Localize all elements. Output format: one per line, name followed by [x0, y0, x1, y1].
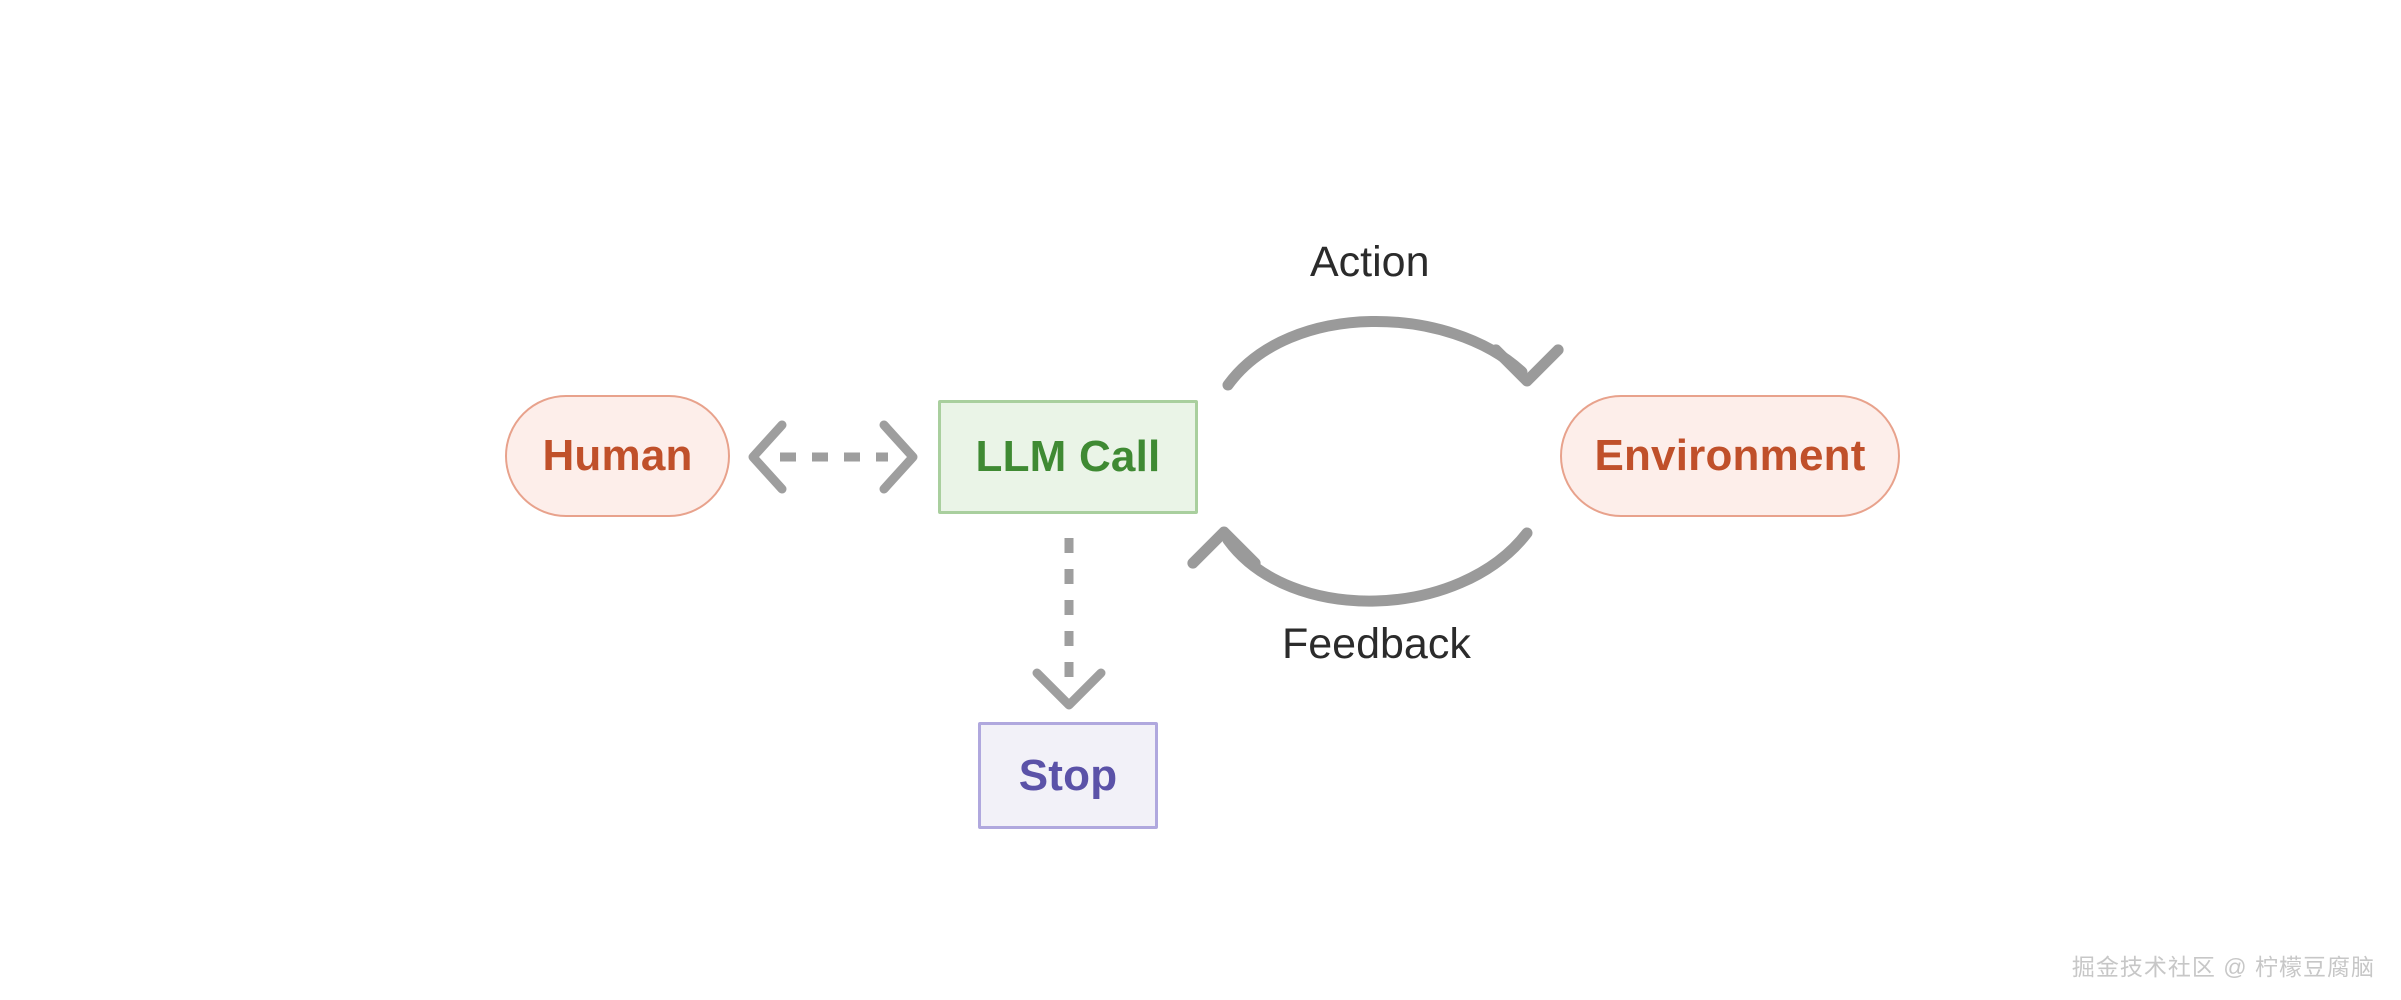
edge-label-feedback: Feedback: [1282, 620, 1471, 668]
edge-action-arc: [1222, 316, 1528, 391]
node-human-label: Human: [542, 431, 693, 480]
arrowhead-left-icon: [748, 420, 787, 494]
watermark: 掘金技术社区 @ 柠檬豆腐脑: [2071, 954, 2375, 980]
edge-llm-stop: [1032, 538, 1106, 710]
edge-environment-llm: [1187, 526, 1533, 607]
node-stop[interactable]: Stop: [978, 722, 1158, 829]
node-human[interactable]: Human: [505, 395, 730, 517]
arrowhead-right-icon: [879, 420, 918, 494]
arrowhead-feedback-icon: [1187, 526, 1261, 569]
node-environment-label: Environment: [1594, 431, 1866, 480]
node-llm-call[interactable]: LLM Call: [938, 400, 1198, 514]
node-stop-label: Stop: [1018, 750, 1118, 800]
edge-label-action: Action: [1310, 238, 1430, 286]
edge-feedback-arc: [1222, 527, 1533, 607]
arrowhead-action-icon: [1490, 344, 1564, 387]
node-llm-call-label: LLM Call: [975, 432, 1161, 481]
arrowhead-down-icon: [1032, 668, 1106, 710]
edge-human-llm: [748, 420, 918, 494]
edge-llm-environment: [1222, 316, 1564, 391]
node-environment[interactable]: Environment: [1560, 395, 1900, 517]
